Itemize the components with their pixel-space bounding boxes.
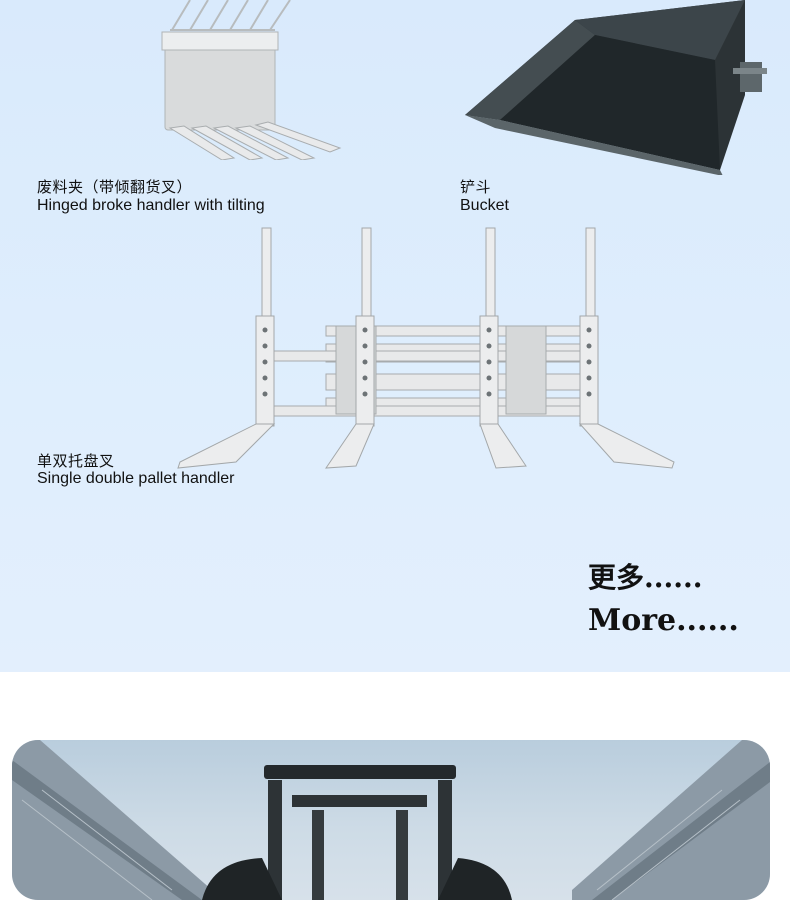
product-1-en-label: Hinged broke handler with tilting (37, 197, 265, 214)
bucket-icon (465, 0, 767, 175)
product-3-en-label: Single double pallet handler (37, 470, 235, 487)
forklift-scene-image (12, 740, 770, 900)
attachments-panel: 废料夹（带倾翻货叉） Hinged broke handler with til… (0, 0, 790, 672)
warehouse-photo (12, 740, 770, 900)
product-2-cn-label: 铲斗 (460, 178, 492, 196)
pallet-handler-icon (177, 227, 675, 469)
product-1-cn-label: 废料夹（带倾翻货叉） (37, 178, 193, 196)
broke-handler-icon (161, 0, 342, 160)
more-cn-label: 更多...... (588, 561, 703, 594)
product-3-cn-label: 单双托盘叉 (37, 452, 115, 470)
product-2-en-label: Bucket (460, 197, 509, 214)
more-en-label: More...... (588, 603, 739, 638)
